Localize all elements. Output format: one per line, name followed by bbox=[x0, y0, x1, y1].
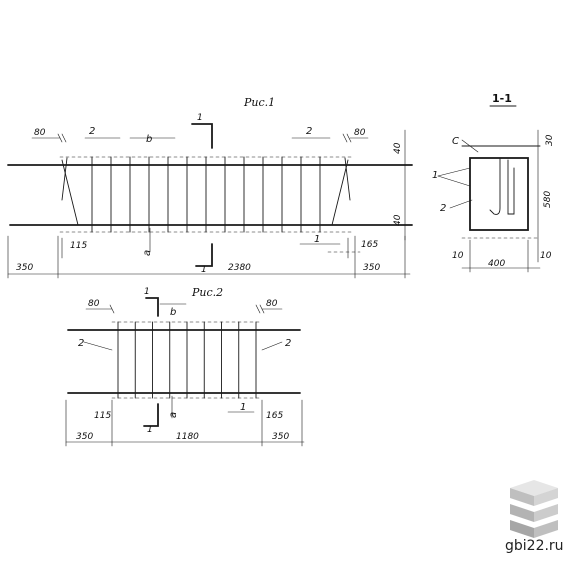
section-hook-2 bbox=[507, 159, 515, 215]
section-c-leader bbox=[461, 139, 479, 153]
fig2-section-mark: 1 bbox=[144, 287, 150, 297]
fig2-cut-mark-bottom: 1 bbox=[147, 425, 153, 435]
section-outline bbox=[469, 157, 529, 231]
fig1-tick bbox=[346, 133, 352, 143]
fig2-tick bbox=[255, 304, 261, 314]
fig1-letter-b: b bbox=[146, 134, 152, 145]
fig1-tick bbox=[342, 133, 348, 143]
section-dim-30: 30 bbox=[545, 134, 555, 146]
logo-slab-bottom-right bbox=[534, 520, 558, 538]
fig1-dim-115: 115 bbox=[70, 241, 87, 251]
fig1-end-bar-left-2 bbox=[61, 157, 68, 201]
fig1-title: Рис.1 bbox=[243, 96, 275, 109]
fig2-dim80-right: 80 bbox=[266, 299, 278, 309]
logo-slab-top-right bbox=[534, 488, 558, 506]
section-dim-400: 400 bbox=[488, 259, 505, 269]
fig2-pos-1: 1 bbox=[240, 402, 246, 413]
fig1-dim80-right: 80 bbox=[354, 128, 366, 138]
fig1-pos-2-right: 2 bbox=[306, 126, 312, 137]
fig1-end-bar-right bbox=[331, 159, 349, 226]
fig2-section-cut-top bbox=[145, 297, 159, 317]
fig1-dim80-left: 80 bbox=[34, 128, 46, 138]
fig2-tick bbox=[109, 304, 115, 314]
fig1-letter-a: a bbox=[142, 250, 153, 256]
fig1-section-mark: 1 bbox=[197, 113, 203, 123]
fig1-elevation: Рис.1 80 2 b 1 2 80 40 bbox=[7, 96, 413, 279]
fig2-elevation: Рис.2 80 1 b 80 2 2 115 1 a 1 165 bbox=[65, 286, 305, 447]
logo-slab-bottom-left bbox=[510, 520, 534, 538]
fig1-dim-right-bottom: 40 bbox=[393, 214, 403, 226]
fig1-cut-mark-bottom: 1 bbox=[201, 265, 207, 275]
gbi22-logo-icon bbox=[510, 480, 558, 538]
fig1-dim-350-left: 350 bbox=[16, 263, 33, 273]
fig2-dim80-left: 80 bbox=[88, 299, 100, 309]
fig1-stirrups bbox=[91, 156, 321, 233]
fig2-dim-165: 165 bbox=[266, 411, 283, 421]
fig1-section-cut-top bbox=[191, 123, 213, 149]
fig2-pos2-left-leader bbox=[83, 341, 113, 351]
logo-slab-mid-right bbox=[534, 504, 558, 522]
fig1-tick bbox=[57, 133, 63, 143]
logo-slab-mid-left bbox=[510, 504, 534, 522]
fig2-stirrups bbox=[117, 321, 257, 399]
fig1-section-cut-bottom bbox=[195, 243, 213, 267]
fig1-dim-2380: 2380 bbox=[228, 263, 251, 273]
fig2-pos-2-right: 2 bbox=[285, 338, 291, 349]
section-title: 1-1 bbox=[492, 92, 512, 105]
section-pos1-leader bbox=[437, 167, 471, 177]
section-pos1-leader-2 bbox=[437, 175, 471, 187]
watermark-text: gbi22.ru bbox=[505, 538, 564, 554]
fig2-title: Рис.2 bbox=[191, 286, 223, 299]
fig2-pos-2-left: 2 bbox=[78, 338, 84, 349]
section-pos-1: 1 bbox=[432, 170, 438, 181]
section-pos-2: 2 bbox=[440, 203, 446, 214]
fig2-dim-350-left: 350 bbox=[76, 432, 93, 442]
fig1-end-bar-right-2 bbox=[344, 157, 351, 201]
fig1-tick bbox=[61, 133, 67, 143]
section-label-c: C bbox=[452, 136, 459, 147]
fig2-pos2-right-leader bbox=[261, 341, 283, 351]
section-hook-1 bbox=[489, 157, 501, 215]
fig2-dim-350-right: 350 bbox=[272, 432, 289, 442]
section-pos2-leader bbox=[449, 199, 473, 209]
fig2-dim-1180: 1180 bbox=[176, 432, 199, 442]
section-1-1: 1-1 C 1 2 30 580 10 400 10 bbox=[432, 92, 555, 273]
logo-slab-top-left bbox=[510, 488, 534, 506]
fig2-dim-115: 115 bbox=[94, 411, 111, 421]
fig1-dim-right-top: 40 bbox=[393, 142, 403, 154]
fig1-dim-165: 165 bbox=[361, 240, 378, 250]
fig2-letter-b: b bbox=[170, 307, 176, 318]
fig1-pos-2-left: 2 bbox=[89, 126, 95, 137]
fig1-pos-1: 1 bbox=[314, 234, 320, 245]
fig2-letter-a: a bbox=[168, 412, 179, 418]
section-dim-10-right: 10 bbox=[540, 251, 552, 261]
section-dim-10-left: 10 bbox=[452, 251, 464, 261]
section-dim-580: 580 bbox=[543, 191, 553, 208]
fig1-dim-350-right: 350 bbox=[363, 263, 380, 273]
fig1-end-bar-left bbox=[61, 159, 79, 226]
fig2-section-cut-bottom bbox=[143, 403, 159, 427]
